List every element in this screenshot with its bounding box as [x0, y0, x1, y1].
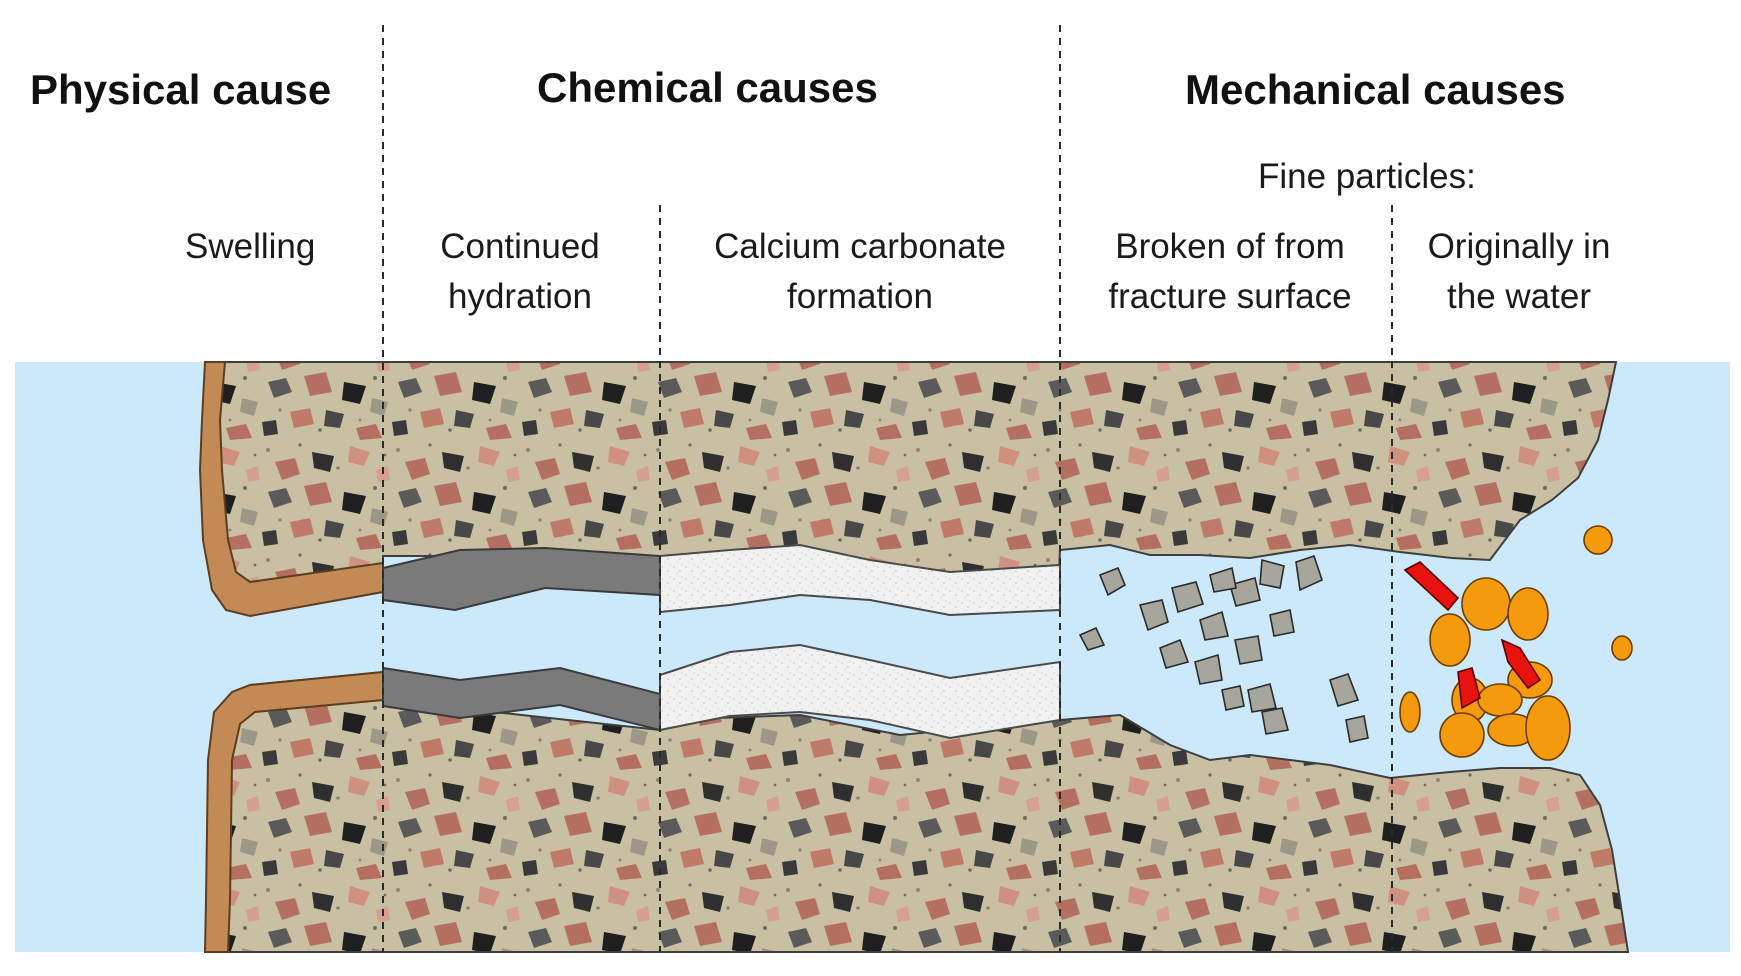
debris-fragment — [1247, 683, 1277, 713]
header-chemical-causes: Chemical causes — [537, 64, 878, 111]
fine-particle-orange — [1461, 577, 1511, 631]
swelling-layer-lower — [203, 670, 384, 953]
broken-fragments — [1078, 554, 1369, 743]
fine-particle-red — [1500, 638, 1542, 690]
debris-fragment — [1329, 672, 1360, 707]
fine-particle-red — [1457, 667, 1481, 710]
debris-fragment — [1199, 610, 1229, 641]
debris-fragment — [1221, 685, 1245, 711]
debris-fragment — [1098, 566, 1127, 597]
debris-fragment — [1269, 609, 1295, 637]
debris-fragment — [1261, 707, 1290, 735]
concrete-lower-block — [203, 670, 1630, 953]
debris-fragment — [1078, 626, 1106, 651]
label-originally-line2: the water — [1447, 277, 1591, 316]
label-originally-line1: Originally in — [1427, 227, 1611, 266]
debris-fragment — [1234, 635, 1263, 665]
fine-particle-orange — [1525, 695, 1571, 761]
debris-fragment — [1345, 715, 1369, 743]
label-broken-line2: fracture surface — [1108, 277, 1352, 316]
fine-particle-orange — [1399, 691, 1421, 733]
header-physical-cause: Physical cause — [30, 66, 332, 113]
label-swelling: Swelling — [185, 227, 316, 266]
label-continued-hydration: Continued hydration — [420, 222, 620, 322]
debris-fragment — [1159, 638, 1190, 669]
debris-fragment — [1171, 581, 1205, 614]
label-calcium-carbonate: Calcium carbonate formation — [690, 222, 1030, 322]
label-continued-line2: hydration — [448, 277, 592, 316]
label-broken-line1: Broken of from — [1115, 227, 1345, 266]
header-mechanical-causes: Mechanical causes — [1185, 66, 1566, 113]
debris-fragment — [1138, 599, 1169, 632]
fine-particle-orange — [1583, 525, 1613, 555]
fine-particle-red — [1403, 561, 1460, 612]
label-broken-fracture: Broken of from fracture surface — [1088, 222, 1372, 322]
debris-fragment — [1295, 554, 1323, 592]
label-originally-water: Originally in the water — [1408, 222, 1630, 322]
fine-particle-orange — [1439, 712, 1485, 758]
debris-fragment — [1209, 566, 1237, 593]
fine-particle-orange — [1611, 635, 1633, 661]
label-calcium-line2: formation — [787, 277, 933, 316]
label-continued-line1: Continued — [440, 227, 600, 266]
fine-particle-orange — [1477, 683, 1523, 717]
fine-particle-orange — [1429, 613, 1471, 667]
debris-fragment — [1259, 558, 1285, 589]
fine-particle-orange — [1507, 587, 1549, 641]
debris-fragment — [1194, 653, 1223, 685]
section-dividers — [382, 25, 1393, 952]
label-fine-particles: Fine particles: — [1258, 157, 1476, 196]
label-calcium-line1: Calcium carbonate — [714, 227, 1006, 266]
fine-particles-in-water — [1399, 525, 1633, 761]
debris-fragment — [1229, 577, 1261, 607]
